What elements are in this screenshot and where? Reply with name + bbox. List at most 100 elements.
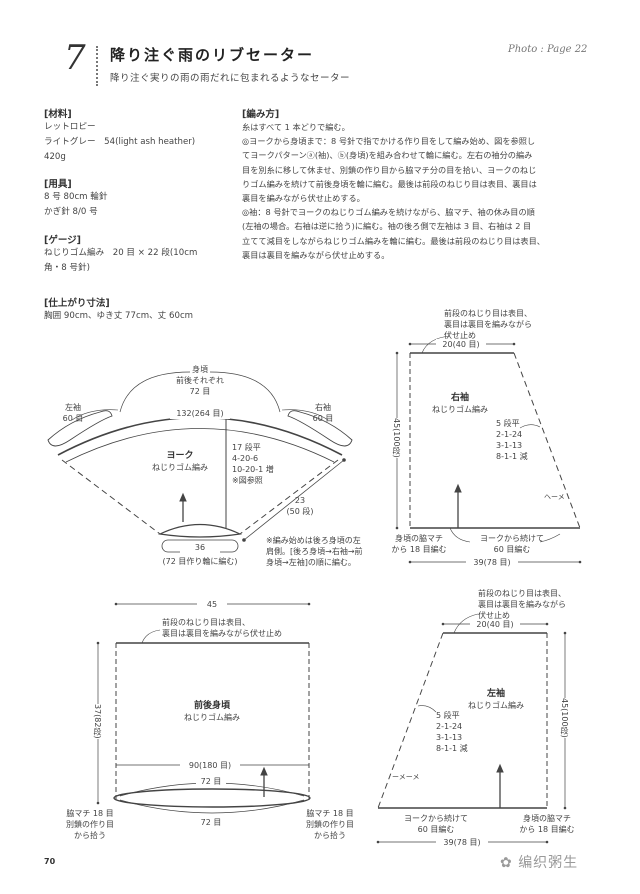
instruction-line: 裏目は裏目を編みながら伏せ止めする。 (242, 249, 390, 260)
left-sleeve-pickup-gusset: 身頃の脇マチ から 18 目編む (514, 813, 580, 835)
yoke-rows-info: 17 段平 4-20-6 10-20-1 増 ※図参照 (232, 442, 274, 486)
label-line: 60 目 (62, 414, 84, 423)
label-line: 左袖 (65, 403, 81, 412)
watermark: ✿ 编织粥生 (500, 852, 578, 872)
yoke-title: ヨーク (166, 451, 194, 461)
page-number: 70 (44, 857, 56, 866)
yoke-note: ※編み始めは後ろ身頃の左 肩側。[後ろ身頃→右袖→前 身頃→左袖]の順に編む。 (266, 535, 363, 568)
label-line: 10-20-1 増 (232, 465, 274, 474)
label-line: 23 (294, 496, 306, 505)
left-sleeve-pickup-yoke: ヨークから続けて 60 目編む (396, 813, 476, 835)
label-line: 前段のねじり目は表目、 (478, 589, 566, 598)
left-sleeve-stitch: ねじりゴム編み (468, 701, 524, 710)
label-line: 脇マチ 18 目 (66, 809, 114, 818)
body-length: 37(82段) (93, 704, 102, 739)
yoke-depth: 23 (50 段) (280, 495, 320, 517)
page-subtitle: 降り注ぐ実りの雨の雨だれに包まれるようなセーター (110, 73, 351, 84)
instruction-line: (左袖の場合。右袖は逆に拾う)に編む。袖の後ろ側で左袖は 3 目、右袖は 2 目 (242, 221, 532, 232)
label-line: から拾う (314, 831, 346, 840)
right-sleeve-top-width: 20(40 目) (436, 339, 486, 350)
label-line: 8-1-1 減 (436, 744, 468, 753)
label-line: 60 目編む (493, 545, 531, 554)
materials-line: レットロピー (44, 122, 96, 132)
finished-size-section: [仕上がり寸法] 胸囲 90cm、ゆき丈 77cm、丈 60cm (44, 295, 193, 324)
body-bottom-stitches: 72 目 (196, 817, 226, 828)
label-line: から 18 目編む (519, 825, 575, 834)
right-sleeve-pickup-gusset: 身頃の脇マチ から 18 目編む (386, 533, 452, 555)
label-line: (50 段) (286, 507, 314, 516)
instructions-section: [編み方] 糸はすべて 1 本どりで編む。 ◎ヨークから身頃まで：8 号針で指で… (242, 106, 545, 262)
instruction-line: ◎袖：8 号針でヨークのねじりゴム編みを続けながら、脇マチ、袖の休み目の順 (242, 207, 535, 218)
materials-heading: [材料] (44, 109, 72, 120)
instruction-line: 目を別糸に移して休ませ、別鎖の作り目から脇マチ分の目を拾い、ヨークのねじ (242, 164, 537, 175)
label-line: 3-1-13 (436, 733, 463, 742)
body-chest-width: 90(180 目) (180, 760, 240, 771)
right-sleeve-bindoff-note: 前段のねじり目は表目、 裏目は裏目を編みながら 伏せ止め (444, 308, 532, 341)
label-line: 前後それぞれ (176, 376, 224, 385)
right-sleeve-stitch: ねじりゴム編み (432, 405, 488, 414)
label-line: 72 目 (189, 387, 211, 396)
wechat-icon: ✿ (500, 855, 519, 871)
page-title: 降り注ぐ雨のリブセーター (110, 46, 315, 64)
label-line: 脇マチ 18 目 (306, 809, 354, 818)
instruction-line: ◎ヨークから身頃まで：8 号針で指でかける作り目をして編み始め、図を参照し (242, 136, 536, 147)
yoke-body-label: 身頃 前後それぞれ 72 目 (170, 364, 230, 397)
finished-size-line: 胸囲 90cm、ゆき丈 77cm、丈 60cm (44, 311, 194, 321)
gauge-section: [ゲージ] ねじりゴム編み 20 目 × 22 段(10cm 角・8 号針) (44, 232, 197, 276)
body-width: 45 (197, 599, 227, 610)
label-line: 3-1-13 (496, 441, 523, 450)
tools-heading: [用具] (44, 179, 72, 190)
materials-line: 420g (44, 152, 66, 162)
instruction-line: てヨークパターンⓐ(袖)、ⓑ(身頃)を組み合わせて輪に編む。左右の袖分の編み (242, 150, 533, 161)
body-stitch: ねじりゴム編み (184, 713, 240, 722)
gauge-line: ねじりゴム編み 20 目 × 22 段(10cm (44, 248, 198, 258)
header-divider (96, 46, 100, 86)
label-line: ※編み始めは後ろ身頃の左 (266, 536, 361, 545)
instructions-heading: [編み方] (242, 109, 280, 120)
right-sleeve-bottom-width: 39(78 目) (466, 557, 518, 568)
label-line: ヨークから続けて (404, 814, 468, 823)
label-line: 2-1-24 (436, 722, 463, 731)
label-line: 4-20-6 (232, 454, 259, 463)
tools-section: [用具] 8 号 80cm 輪針 かぎ針 8/0 号 (44, 176, 107, 220)
label-line: 別鎖の作り目 (306, 820, 354, 829)
label-line: 17 段平 (232, 443, 261, 452)
left-sleeve-decrease: 5 段平 2-1-24 3-1-13 8-1-1 減 (436, 710, 468, 754)
label-line: 身頃の脇マチ (395, 534, 443, 543)
label-line: 裏目は裏目を編みながら (478, 600, 566, 609)
materials-section: [材料] レットロピー ライトグレー 54(light ash heather)… (44, 106, 195, 165)
watermark-text: 编织粥生 (518, 855, 579, 871)
label-line: 2-1-24 (496, 430, 523, 439)
yoke-right-sleeve-label: 右袖 60 目 (308, 402, 338, 424)
label-line: 5 段平 (436, 711, 460, 720)
label-line: ※図参照 (232, 476, 263, 485)
right-sleeve-pickup-yoke: ヨークから続けて 60 目編む (472, 533, 552, 555)
body-bindoff-note: 前段のねじり目は表目、 裏目は裏目を編みながら伏せ止め (162, 617, 282, 639)
tools-line: かぎ針 8/0 号 (44, 207, 98, 217)
label-line: ヨークから続けて (480, 534, 544, 543)
left-sleeve-bindoff-note: 前段のねじり目は表目、 裏目は裏目を編みながら 伏せ止め (478, 588, 566, 621)
instruction-line: 裏目を編みながら伏せ止めする。 (242, 193, 365, 204)
label-line: 60 目 (312, 414, 334, 423)
body-gusset-right: 脇マチ 18 目 別鎖の作り目 から拾う (300, 808, 360, 841)
label-line: 裏目は裏目を編みながら (444, 320, 532, 329)
right-sleeve-mark: ヘーメ (544, 493, 565, 501)
left-sleeve-top-width: 20(40 目) (470, 619, 520, 630)
gauge-line: 角・8 号針) (44, 263, 90, 273)
label-line: 身頃→左袖]の順に編む。 (266, 558, 356, 567)
instruction-line: りゴム編みを続けて前後身頃を輪に編む。最後は前段のねじり目は表目、裏目は (242, 178, 537, 189)
label-line: 前段のねじり目は表目、 (162, 618, 250, 627)
left-sleeve-length: 45(100段) (560, 698, 569, 738)
instruction-line: 糸はすべて 1 本どりで編む。 (242, 122, 350, 132)
label-line: から拾う (74, 831, 106, 840)
right-sleeve-title: 右袖 (450, 393, 469, 403)
left-sleeve-title: 左袖 (486, 689, 505, 699)
label-line: 60 目編む (417, 825, 455, 834)
label-line: 裏目は裏目を編みながら伏せ止め (162, 629, 282, 638)
label-line: 肩側。[後ろ身頃→右袖→前 (266, 547, 363, 556)
yoke-cast-on: (72 目作り輪に編む) (162, 557, 238, 566)
label-line: 身頃 (192, 365, 208, 374)
tools-line: 8 号 80cm 輪針 (44, 192, 108, 202)
instruction-line: 立てて減目をしながらねじりゴム編みを輪に編む。最後は前段のねじり目は表目、 (242, 235, 545, 246)
